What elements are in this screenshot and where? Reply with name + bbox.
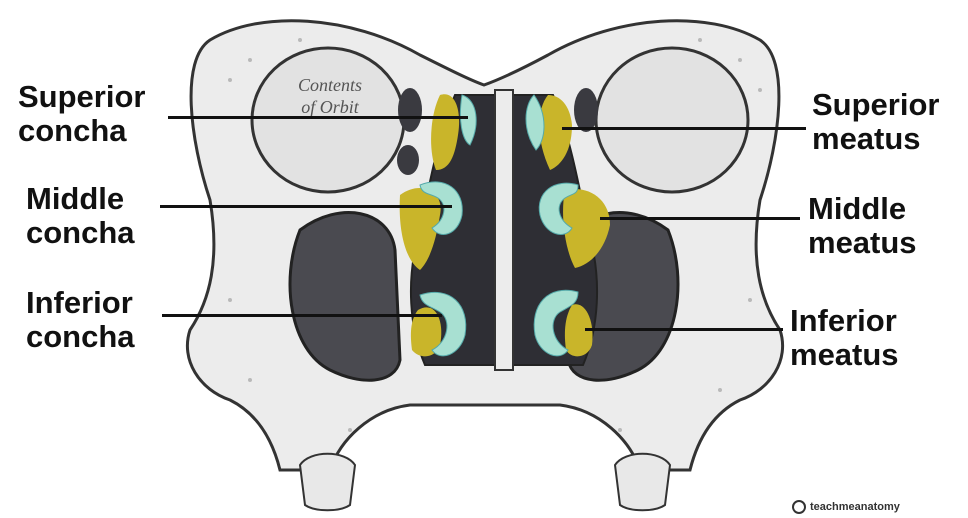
watermark-text: teachmeanatomy	[810, 501, 900, 513]
right-ethmoid-cell	[574, 88, 598, 132]
label-inferior-concha: Inferior concha	[26, 286, 135, 354]
label-middle-meatus-line-1: Middle	[808, 192, 917, 226]
label-middle-concha-line-1: Middle	[26, 182, 135, 216]
label-superior-concha-line-2: concha	[18, 114, 145, 148]
right-orbit	[596, 48, 748, 192]
left-ethmoid-cell-2	[397, 145, 419, 175]
leader-inferior-meatus	[585, 328, 783, 331]
right-tooth	[615, 454, 670, 511]
label-superior-meatus: Superior meatus	[812, 88, 939, 156]
teachmeanatomy-logo-icon	[792, 500, 806, 514]
leader-inferior-concha	[162, 314, 442, 317]
leader-middle-concha	[160, 205, 452, 208]
label-inferior-concha-line-1: Inferior	[26, 286, 135, 320]
label-inferior-meatus-line-1: Inferior	[790, 304, 899, 338]
label-superior-meatus-line-2: meatus	[812, 122, 939, 156]
label-superior-concha: Superior concha	[18, 80, 145, 148]
nasal-septum	[495, 90, 513, 370]
left-tooth	[300, 454, 355, 511]
orbit-caption-line-1: Contents	[298, 75, 362, 95]
label-middle-concha: Middle concha	[26, 182, 135, 250]
left-ethmoid-cell	[398, 88, 422, 132]
label-middle-meatus-line-2: meatus	[808, 226, 917, 260]
label-inferior-concha-line-2: concha	[26, 320, 135, 354]
leader-superior-concha	[168, 116, 468, 119]
leader-middle-meatus	[600, 217, 800, 220]
label-middle-concha-line-2: concha	[26, 216, 135, 250]
label-inferior-meatus: Inferior meatus	[790, 304, 899, 372]
label-inferior-meatus-line-2: meatus	[790, 338, 899, 372]
watermark: teachmeanatomy	[792, 500, 900, 514]
label-superior-meatus-line-1: Superior	[812, 88, 939, 122]
label-middle-meatus: Middle meatus	[808, 192, 917, 260]
orbit-caption-line-2: of Orbit	[301, 97, 359, 117]
leader-superior-meatus	[562, 127, 806, 130]
orbit-caption: Contents of Orbit	[280, 74, 380, 118]
left-orbit	[252, 48, 404, 192]
label-superior-concha-line-1: Superior	[18, 80, 145, 114]
